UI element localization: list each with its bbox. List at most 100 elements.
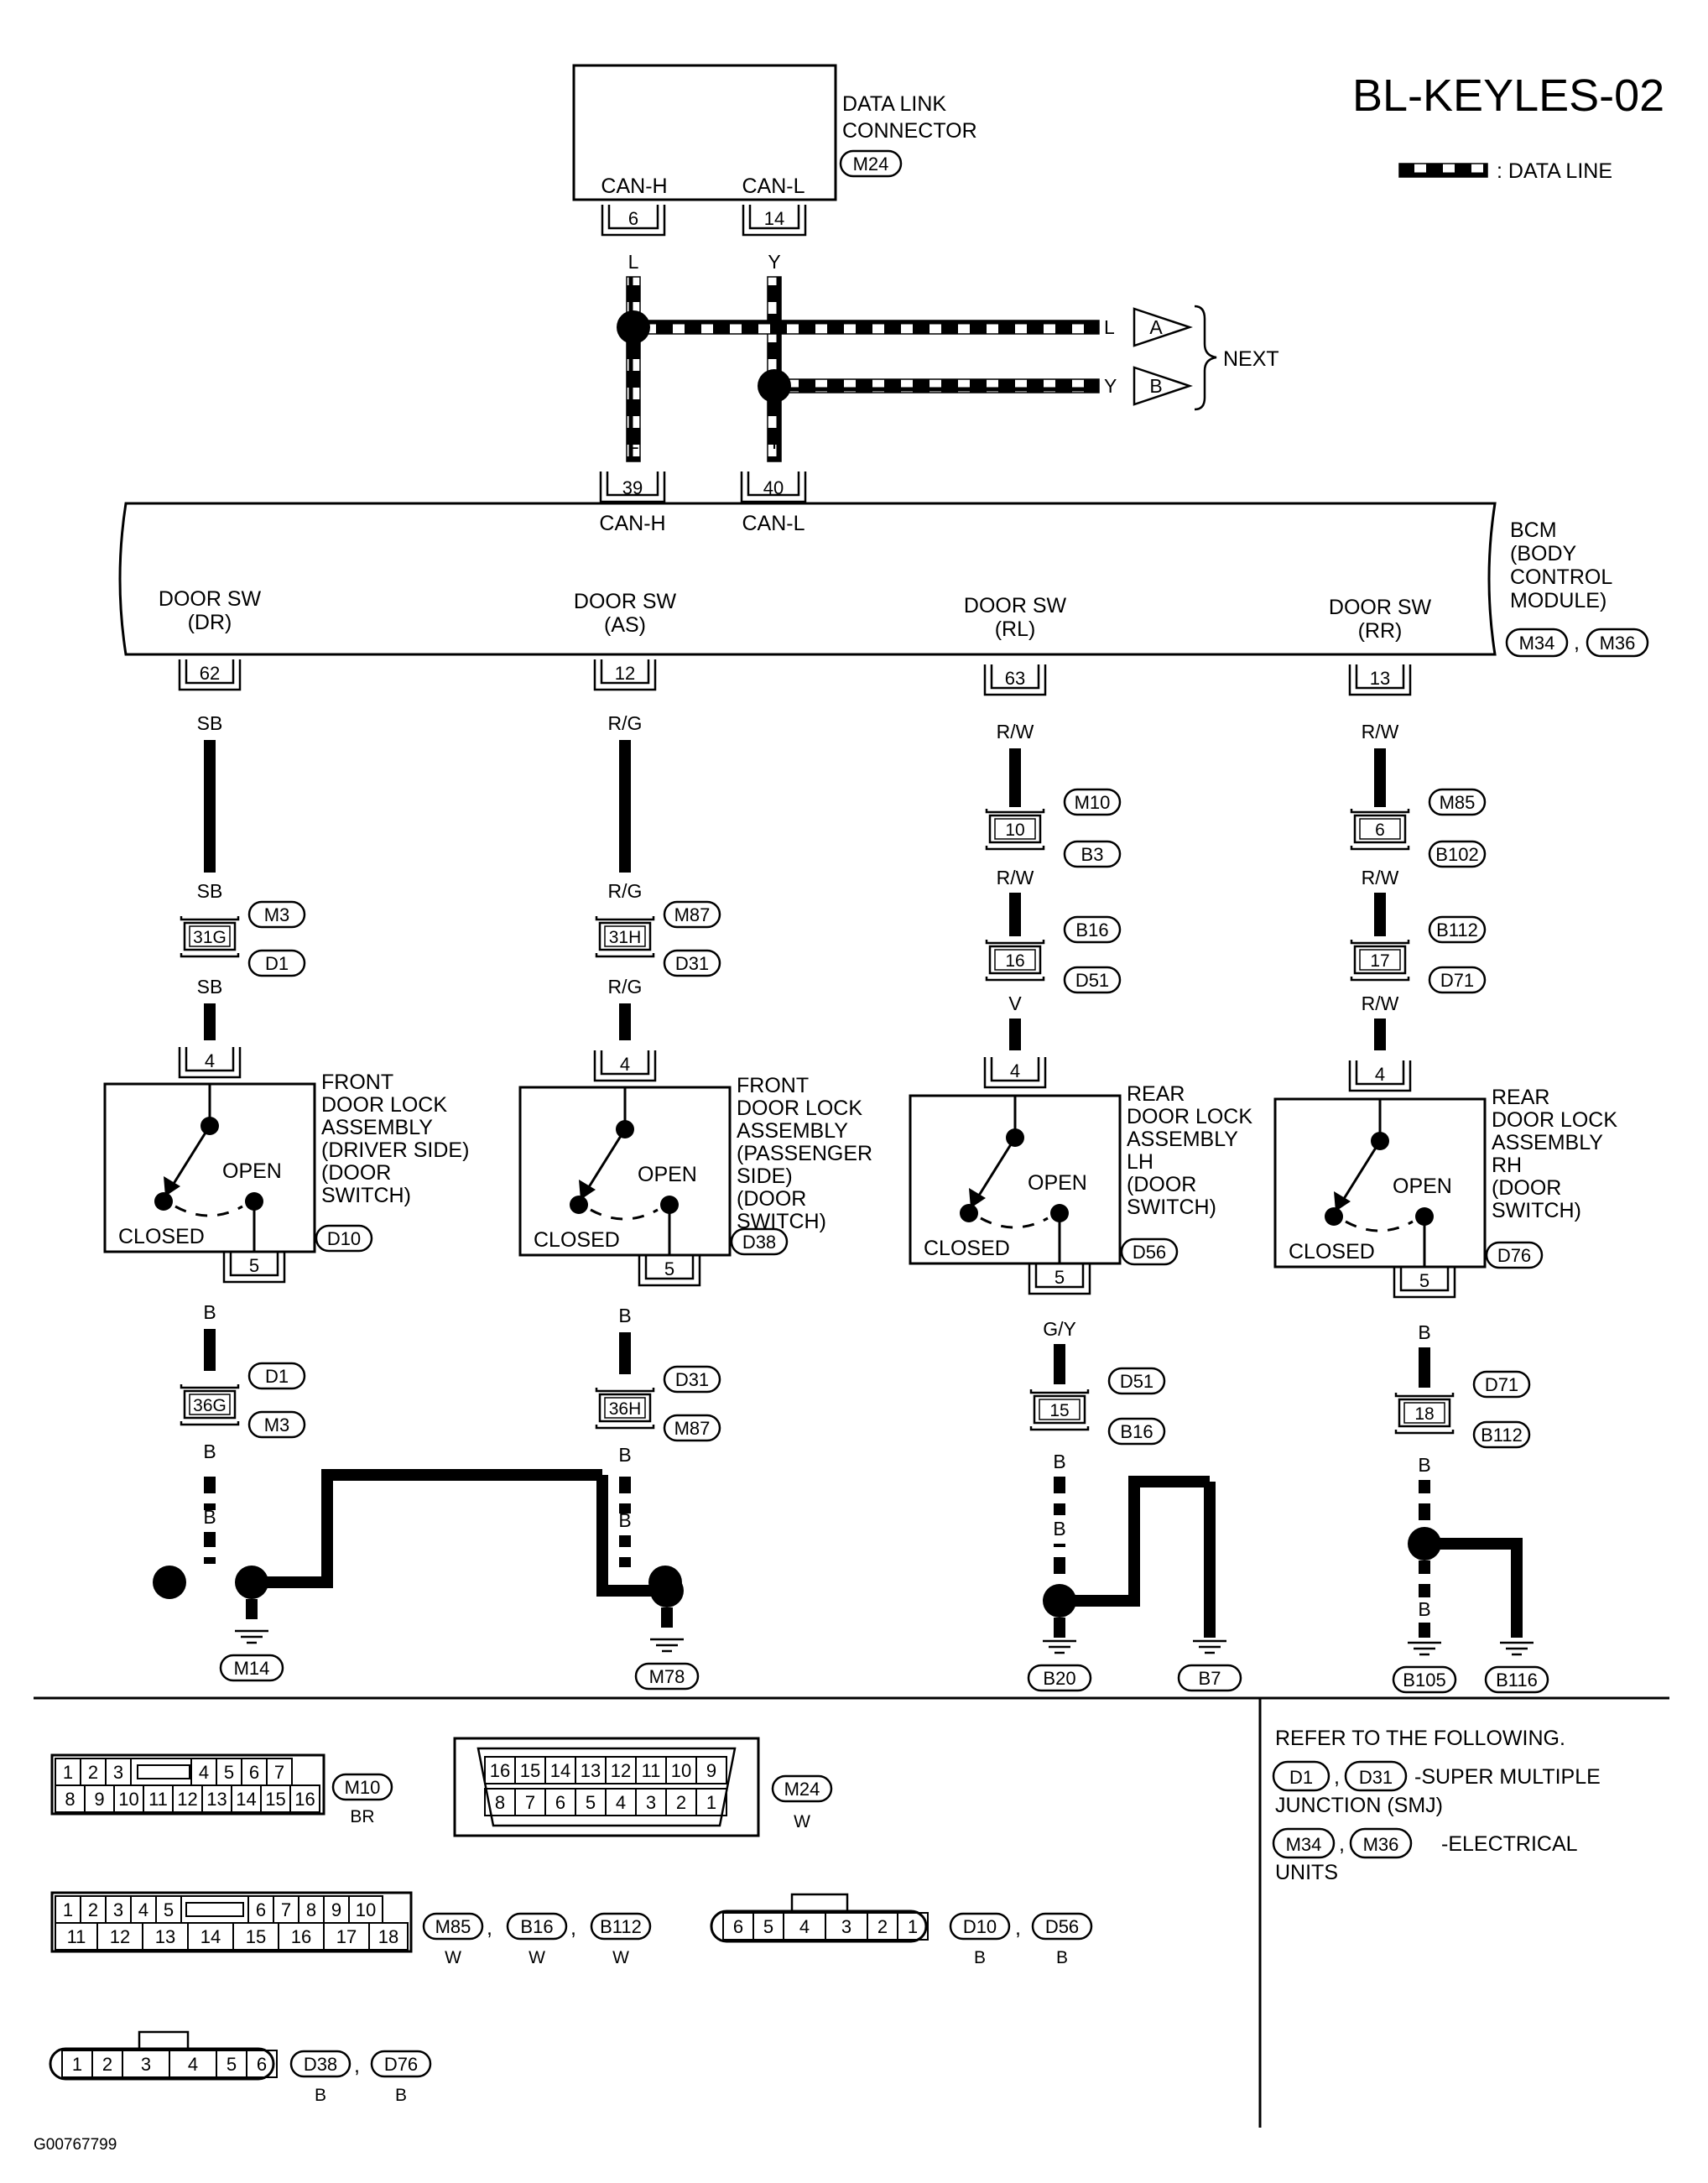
- dlc-pin-canh: 6: [628, 208, 638, 229]
- door-switch-circuits: DOOR SW(DR)62SBSB31GM3D1SB4OPENCLOSEDFRO…: [103, 587, 1617, 1694]
- connector-id: D71: [1428, 966, 1487, 994]
- lock-pin-num: 4: [1010, 1060, 1020, 1081]
- pin-cell: 4: [616, 1792, 626, 1813]
- bcm-pin-num: 13: [1370, 668, 1390, 689]
- wire: [1511, 1544, 1523, 1638]
- pin-cell: 8: [495, 1792, 505, 1813]
- junction-connector-num: 10: [1005, 821, 1024, 840]
- junction-connector-num: 6: [1375, 821, 1385, 840]
- wire-color-next-a: L: [1104, 316, 1115, 338]
- ground-b7-id: B7: [1177, 1664, 1242, 1692]
- connector-id: D71: [1472, 1370, 1531, 1399]
- pin-cell: 7: [274, 1762, 284, 1783]
- wire: [204, 1532, 216, 1564]
- d10-id-text: D10: [963, 1916, 997, 1937]
- junction-connector: 36G: [180, 1384, 240, 1426]
- open-label: OPEN: [638, 1163, 697, 1186]
- lock-connector-id-text: D38: [742, 1232, 776, 1253]
- m24-id-text: M24: [784, 1779, 820, 1800]
- m10-color: BR: [350, 1807, 374, 1826]
- junction-connector-num: 36H: [609, 1399, 642, 1419]
- next-brace: [1194, 305, 1217, 411]
- wire: [1204, 1482, 1216, 1638]
- door-sw-sub: (RR): [1358, 619, 1403, 643]
- m85-id-text: M85: [435, 1916, 471, 1937]
- bcm-conn-2: M36: [1600, 633, 1636, 654]
- wire: [1419, 1480, 1430, 1527]
- connector-id-text: D51: [1120, 1371, 1153, 1392]
- m24-id: M24: [771, 1774, 833, 1803]
- lock-connector-id: D56: [1120, 1237, 1179, 1266]
- pin-cell: 18: [378, 1926, 398, 1947]
- pin-cell: 11: [67, 1926, 86, 1947]
- wire: [619, 1003, 631, 1040]
- junction-connector-num: 16: [1005, 951, 1024, 971]
- ground-b105: B105: [1392, 1641, 1457, 1694]
- connector-id-text: M3: [264, 904, 290, 925]
- next-label: NEXT: [1223, 347, 1279, 371]
- d38-id-text: D38: [304, 2054, 337, 2075]
- m10-id-text: M10: [345, 1777, 381, 1798]
- pin-cell: 1: [63, 1899, 73, 1920]
- next-arrow-b: [1133, 366, 1193, 406]
- bcm-label-2: (BODY: [1510, 542, 1577, 565]
- lock-assembly-label: (DOOR: [737, 1187, 806, 1211]
- wire-color-l-top: L: [628, 251, 639, 273]
- ground-m14-id: M14: [219, 1654, 284, 1682]
- lock-assembly-label: DOOR LOCK: [321, 1093, 447, 1117]
- lock-assembly-label: DOOR LOCK: [1127, 1105, 1252, 1128]
- connector-id: D51: [1063, 966, 1122, 994]
- wire: [1374, 893, 1386, 936]
- wire-color: B: [618, 1509, 631, 1531]
- pin-cell: 3: [113, 1899, 123, 1920]
- dlc-conn-id: M24: [853, 154, 889, 175]
- lock-out-pin-num: 5: [664, 1258, 674, 1279]
- junction-connector: 6: [1350, 809, 1410, 851]
- wire-color-next-b: Y: [1104, 375, 1117, 397]
- d10-sep: ,: [1015, 1916, 1021, 1940]
- wire-color: G/Y: [1043, 1318, 1076, 1340]
- junction-connector: 31H: [595, 916, 655, 958]
- refer-smj-id-1: D1: [1289, 1767, 1313, 1788]
- wire-color: B: [203, 1301, 216, 1323]
- connector-id: M87: [663, 900, 721, 929]
- wire: [596, 1585, 667, 1597]
- pin-cell: 13: [155, 1926, 175, 1947]
- connector-id: B112: [1428, 915, 1487, 944]
- wire: [1054, 1544, 1065, 1577]
- pin-cell: 1: [63, 1762, 73, 1783]
- d38-sep: ,: [354, 2054, 360, 2077]
- lock-assembly-label: FRONT: [321, 1071, 393, 1094]
- ground-m14-id-text: M14: [234, 1658, 270, 1679]
- m85-color: W: [445, 1948, 461, 1967]
- connector-id-text: B102: [1435, 844, 1478, 865]
- wire-color: B: [596, 1526, 608, 1548]
- ground-b116-id-text: B116: [1496, 1670, 1538, 1691]
- wire: [1374, 748, 1386, 807]
- pin-cell: 10: [118, 1789, 138, 1810]
- connector-id: M87: [663, 1414, 721, 1442]
- wire: [204, 1003, 216, 1040]
- lock-assembly-label: REAR: [1492, 1086, 1549, 1109]
- open-label: OPEN: [222, 1159, 282, 1183]
- bcm-label-1: BCM: [1510, 518, 1557, 542]
- pin-cell: 5: [227, 2054, 237, 2075]
- pin-cell: 14: [550, 1760, 570, 1781]
- bcm-pin: 62: [178, 659, 242, 691]
- pin-cell: 4: [188, 2054, 198, 2075]
- connector-id-text: B16: [1075, 920, 1108, 940]
- open-label: OPEN: [1393, 1175, 1452, 1198]
- dlc-label-1: DATA LINK: [842, 92, 946, 116]
- wire: [1419, 1560, 1430, 1597]
- m85-sep: ,: [487, 1916, 492, 1940]
- wire-color: B: [203, 1506, 216, 1528]
- pin-cell: 2: [102, 2054, 112, 2075]
- junction-connector: 18: [1394, 1393, 1455, 1435]
- pin-cell: 8: [65, 1789, 75, 1810]
- wire: [1419, 1347, 1430, 1388]
